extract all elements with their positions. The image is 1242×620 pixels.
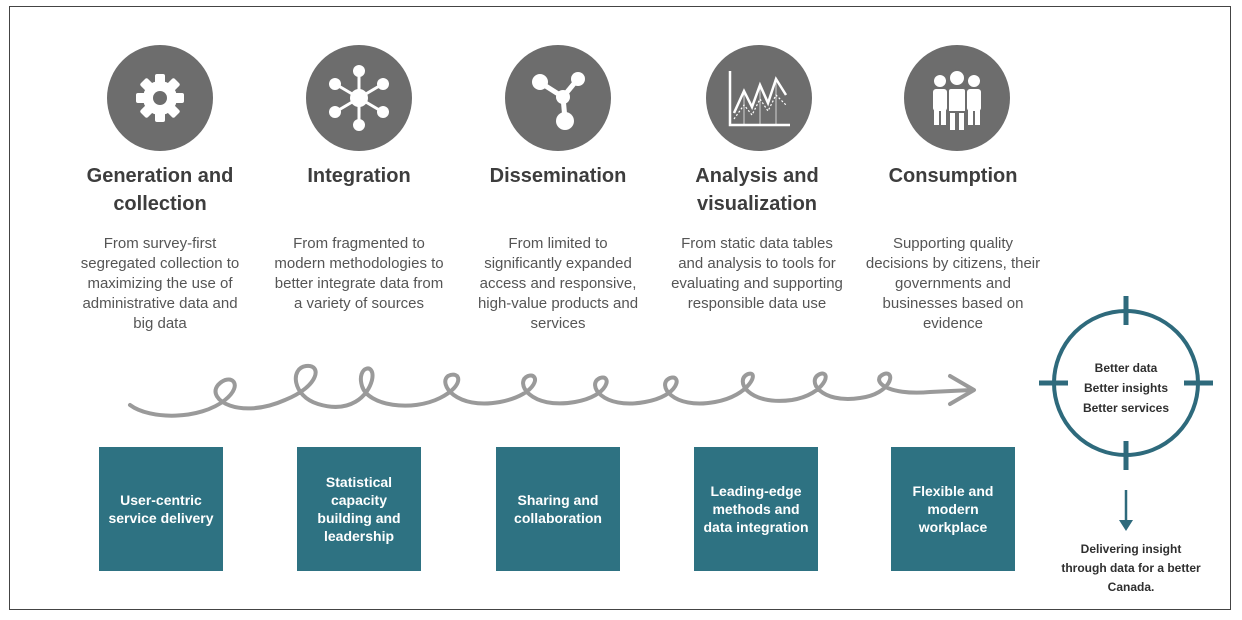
down-arrow-icon (1119, 520, 1133, 531)
pillar-sharing: Sharing and collaboration (496, 447, 620, 571)
swirl-arrow-line (128, 363, 974, 418)
swirl-arrowhead (948, 374, 976, 406)
target-line-data: Better data (1094, 361, 1158, 375)
tagline: Delivering insight through data for a be… (1061, 542, 1201, 594)
line-chart-icon (706, 45, 812, 151)
network-nodes-icon (306, 45, 412, 151)
stage-desc-generation: From survey-first segregated collection … (80, 235, 240, 332)
target-line-services: Better services (1082, 401, 1170, 415)
pillar-capacity-building: Statistical capacity building and leader… (297, 447, 421, 571)
stage-desc-analysis: From static data tables and analysis to … (671, 235, 843, 312)
target-crosshair-icon (1039, 296, 1213, 525)
pillar-workplace: Flexible and modern workplace (891, 447, 1015, 571)
people-group-icon (904, 45, 1010, 151)
target-label: Better data Better insights Better servi… (1064, 358, 1188, 418)
share-icon (505, 45, 611, 151)
target-line-insights: Better insights (1083, 381, 1168, 395)
pillar-user-centric: User-centric service delivery (99, 447, 223, 571)
stage-desc-consumption: Supporting quality decisions by citizens… (865, 235, 1041, 332)
stage-desc-integration: From fragmented to modern methodologies … (274, 235, 444, 312)
pillar-leading-edge: Leading-edge methods and data integratio… (694, 447, 818, 571)
stage-title-dissemination: Dissemination (489, 165, 627, 187)
stage-title-consumption: Consumption (888, 165, 1018, 187)
stage-title-analysis: Analysis and visualization (695, 165, 819, 215)
stage-title-generation: Generation and collection (86, 165, 234, 215)
stage-desc-dissemination: From limited to significantly expanded a… (477, 235, 639, 332)
gear-icon (107, 45, 213, 151)
stage-title-integration: Integration (307, 165, 411, 187)
